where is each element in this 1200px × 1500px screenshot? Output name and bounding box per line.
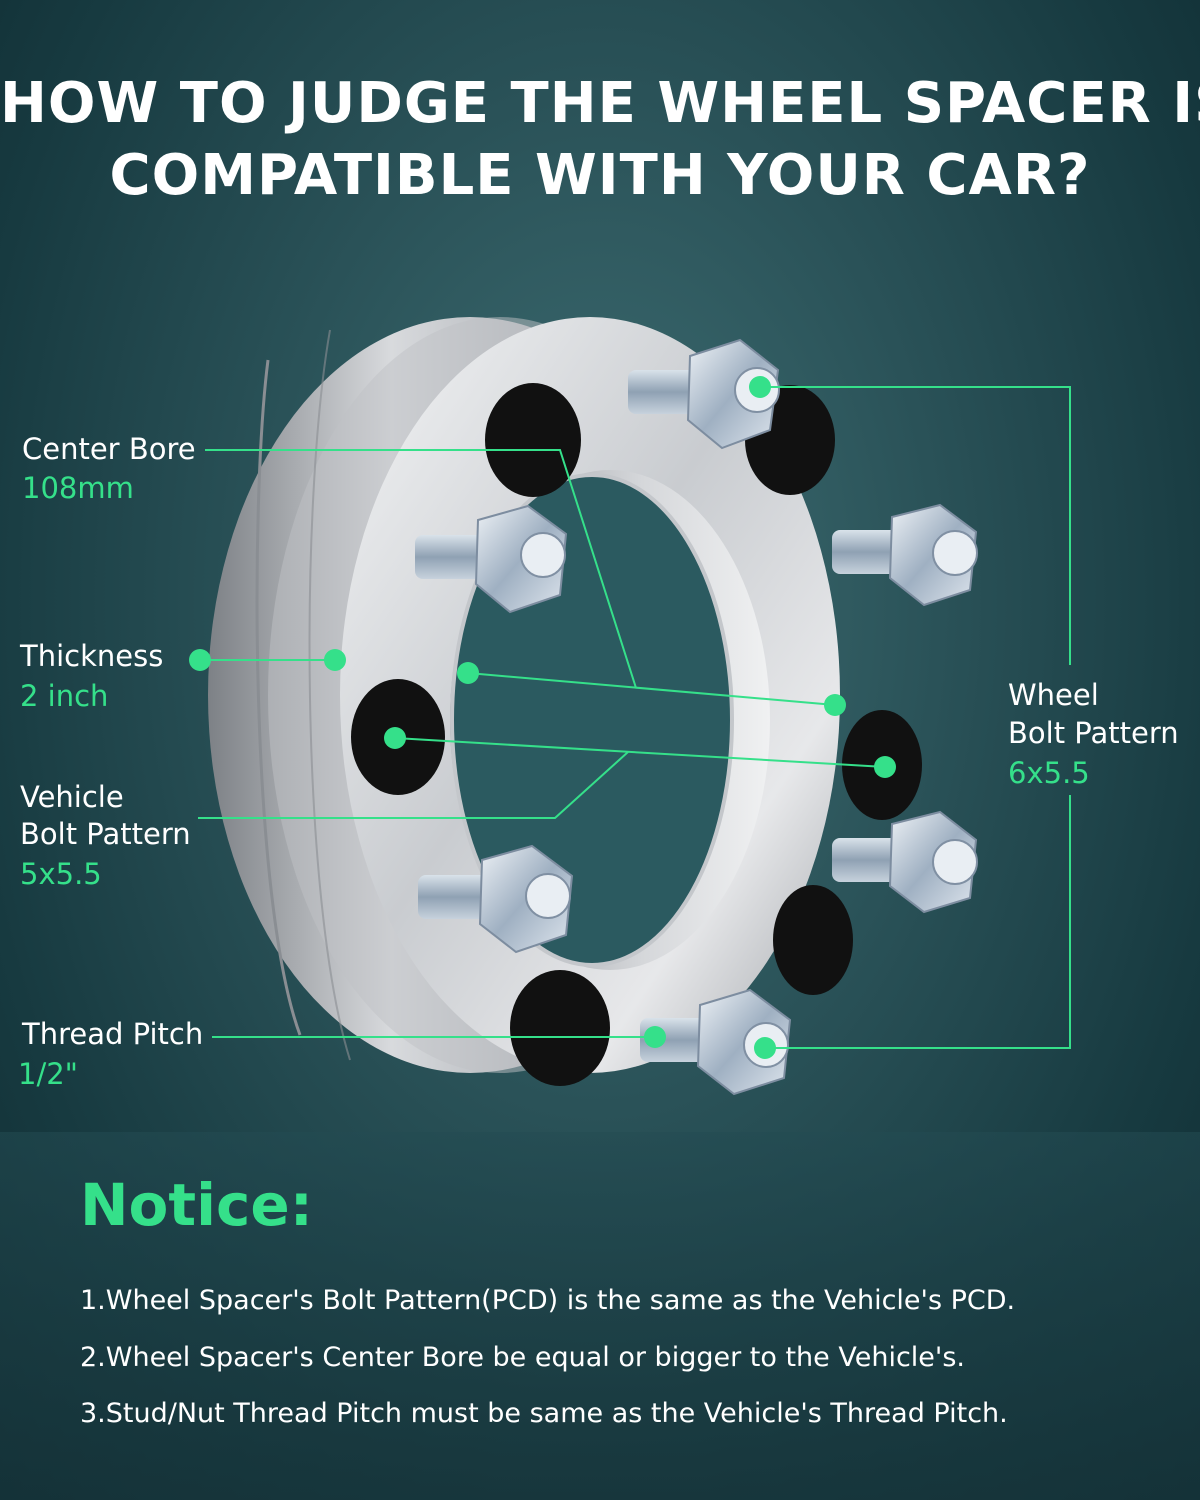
notice-panel bbox=[0, 1132, 1200, 1500]
thickness-value: 2 inch bbox=[20, 679, 109, 713]
vehicle-bolt-pattern-label-1: Vehicle bbox=[20, 780, 124, 814]
callout-dots bbox=[189, 376, 896, 1059]
wheel-bolt-pattern-label-1: Wheel bbox=[1008, 678, 1099, 712]
vehicle-bolt-pattern-label-2: Bolt Pattern bbox=[20, 817, 191, 851]
thread-pitch-value: 1/2" bbox=[18, 1057, 79, 1091]
title-line-2: COMPATIBLE WITH YOUR CAR? bbox=[109, 143, 1091, 208]
notice-item-3: 3.Stud/Nut Thread Pitch must be same as … bbox=[80, 1398, 1008, 1429]
notice-title: Notice: bbox=[80, 1171, 313, 1239]
wheel-bolt-pattern-label-2: Bolt Pattern bbox=[1008, 716, 1179, 750]
wheel-bolt-pattern-value: 6x5.5 bbox=[1008, 756, 1090, 790]
thickness-label: Thickness bbox=[20, 639, 164, 673]
vehicle-bolt-pattern-value: 5x5.5 bbox=[20, 857, 102, 891]
title-line-1: HOW TO JUDGE THE WHEEL SPACER IS bbox=[0, 71, 1200, 136]
center-bore-label: Center Bore bbox=[22, 432, 196, 466]
center-bore-value: 108mm bbox=[22, 471, 134, 505]
callout-lines bbox=[198, 386, 1071, 1049]
wheel-studs bbox=[415, 338, 978, 1096]
thread-pitch-label: Thread Pitch bbox=[22, 1017, 204, 1051]
notice-item-2: 2.Wheel Spacer's Center Bore be equal or… bbox=[80, 1342, 965, 1373]
notice-item-1: 1.Wheel Spacer's Bolt Pattern(PCD) is th… bbox=[80, 1285, 1016, 1316]
page-title: HOW TO JUDGE THE WHEEL SPACER IS COMPATI… bbox=[0, 68, 1200, 212]
